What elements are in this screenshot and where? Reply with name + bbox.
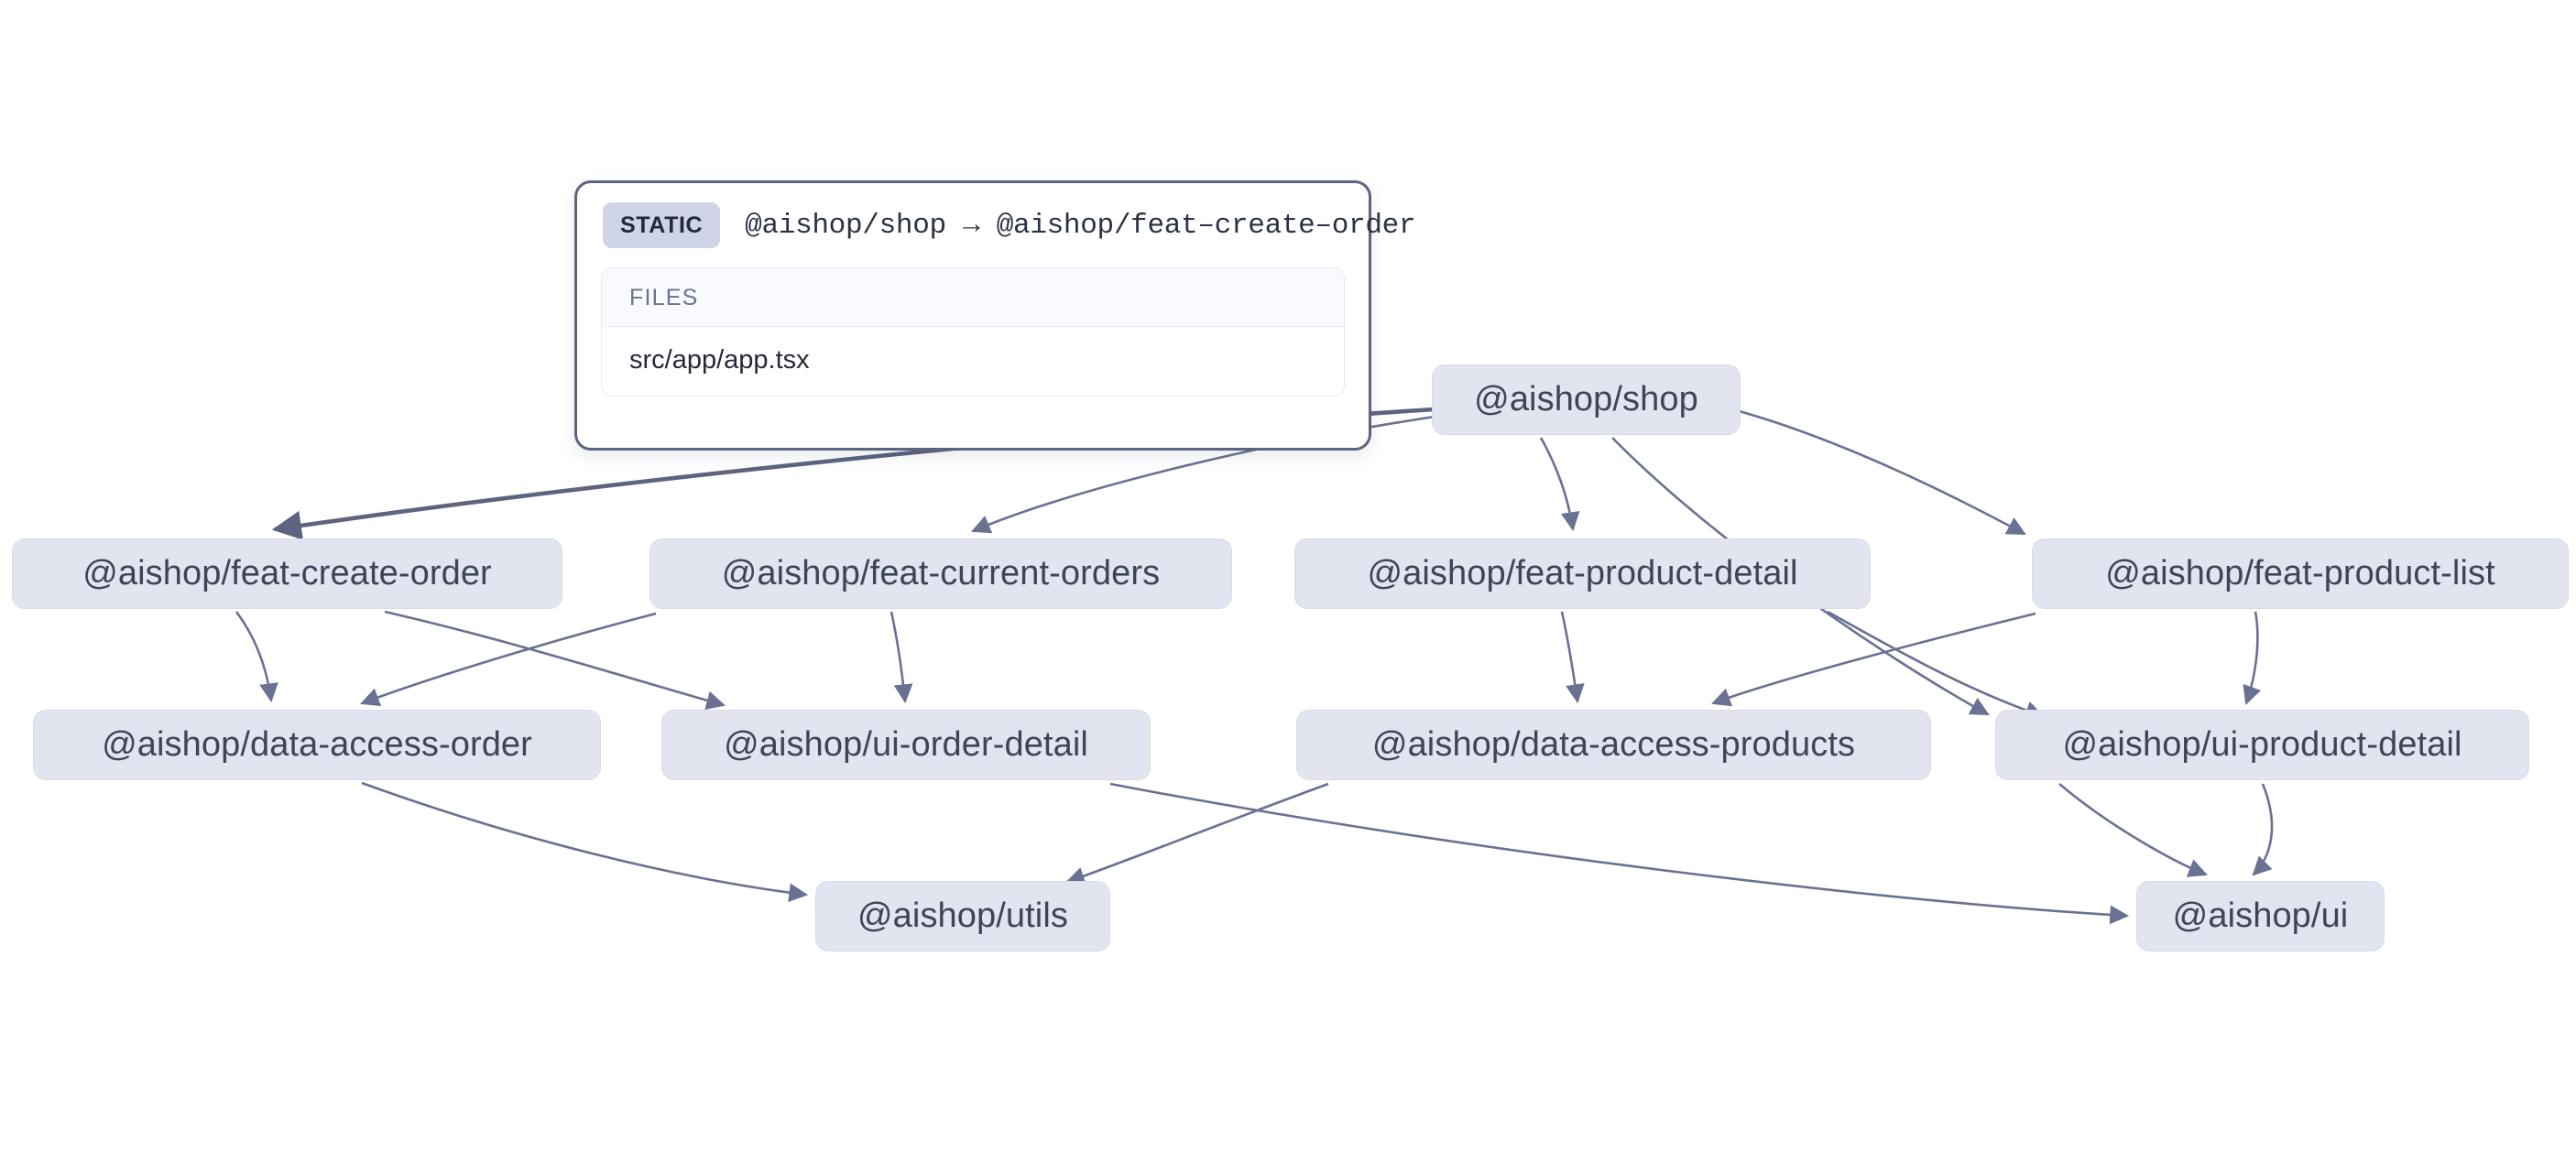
edge-detail-tooltip[interactable]: STATIC @aishop/shop → @aishop/feat–creat… [574,180,1416,451]
node-label: @aishop/shop [1474,380,1698,418]
edge-feat-create-order-to-ui-order-detail [384,610,726,711]
edge-shop-to-feat-product-detail [1539,437,1580,532]
edge-feat-product-detail-to-ui-product-detail [1827,610,2045,720]
graph-node-ui-order-detail[interactable]: @aishop/ui-order-detail [661,710,1151,780]
node-label: @aishop/feat-current-orders [721,554,1161,592]
edge-ui-product-detail-to-ui [2058,783,2208,877]
edge-ui-product-detail-to-ui-curved [2252,783,2274,876]
tooltip-header: STATIC @aishop/shop → @aishop/feat–creat… [577,183,1416,267]
edge-feat-current-orders-to-data-access-order [360,612,657,707]
edge-feat-product-list-to-data-access-products [1711,612,2036,707]
node-label: @aishop/ui-product-detail [2062,725,2462,764]
graph-node-data-access-products[interactable]: @aishop/data-access-products [1296,710,1931,780]
static-badge: STATIC [603,202,721,248]
graph-node-feat-product-detail[interactable]: @aishop/feat-product-detail [1294,538,1871,609]
files-section-header: FILES [602,268,1344,327]
node-label: @aishop/ui-order-detail [724,725,1088,764]
edge-shop-to-feat-product-list [1735,408,2026,536]
graph-node-data-access-order[interactable]: @aishop/data-access-order [33,710,601,780]
graph-node-feat-current-orders[interactable]: @aishop/feat-current-orders [649,538,1232,609]
node-label: @aishop/feat-product-list [2105,554,2495,592]
tooltip-dependency-title: @aishop/shop → @aishop/feat–create–order [745,209,1416,242]
edge-ui-order-detail-to-ui [1109,782,2130,925]
edge-data-access-order-to-utils [361,781,809,903]
graph-node-utils[interactable]: @aishop/utils [815,881,1110,951]
node-label: @aishop/ui [2172,897,2349,935]
node-label: @aishop/utils [857,897,1068,935]
edge-data-access-products-to-utils [1065,782,1329,886]
edge-feat-create-order-to-data-access-order [235,611,278,703]
node-label: @aishop/data-access-order [102,725,532,764]
graph-node-ui[interactable]: @aishop/ui [2136,881,2385,951]
node-label: @aishop/feat-product-detail [1367,554,1798,592]
edge-feat-product-list-to-ui-product-detail [2243,611,2262,705]
edge-feat-current-orders-to-ui-order-detail [890,611,913,704]
node-label: @aishop/data-access-products [1371,725,1856,764]
edge-feat-product-detail-to-data-access-products [1560,611,1585,704]
file-list-item[interactable]: src/app/app.tsx [602,327,1344,396]
files-panel: FILES src/app/app.tsx [601,267,1345,397]
graph-node-shop[interactable]: @aishop/shop [1432,364,1741,435]
node-label: @aishop/feat-create-order [82,554,492,592]
graph-node-ui-product-detail[interactable]: @aishop/ui-product-detail [1995,710,2529,780]
graph-node-feat-product-list[interactable]: @aishop/feat-product-list [2032,538,2569,609]
graph-node-feat-create-order[interactable]: @aishop/feat-create-order [12,538,562,609]
